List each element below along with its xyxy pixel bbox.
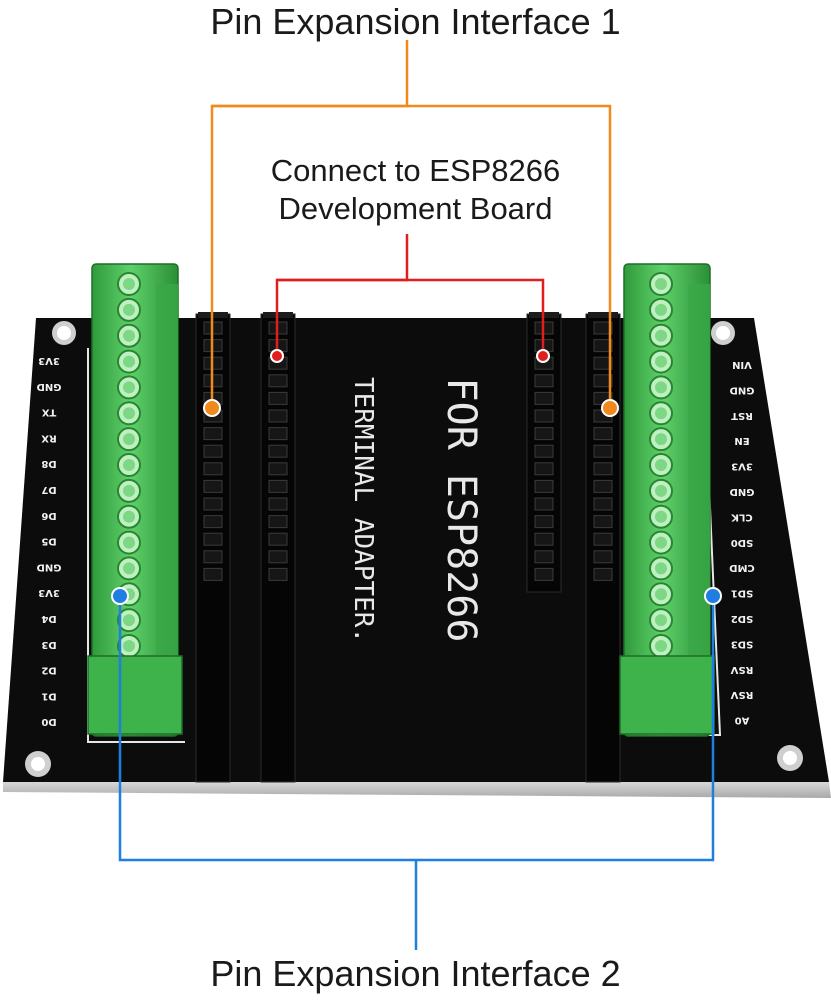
pin-label-right-3: EN bbox=[734, 435, 749, 446]
pin-label-left-1: GND bbox=[37, 381, 62, 392]
interface1-connector-right bbox=[212, 104, 612, 408]
pin-label-left-2: TX bbox=[41, 407, 56, 418]
pin-label-right-5: GND bbox=[730, 486, 755, 497]
interface2-dot-left bbox=[111, 587, 129, 605]
board-text-terminal-adapter: TERMINAL ADAPTER. bbox=[348, 377, 378, 643]
connect-connector-right bbox=[277, 278, 545, 356]
label-connect-line2: Development Board bbox=[278, 191, 553, 226]
label-connect-esp8266: Connect to ESP8266 Development Board bbox=[0, 152, 831, 228]
pin-label-left-11: D3 bbox=[41, 639, 56, 650]
board-edge bbox=[3, 782, 831, 798]
pin-label-right-13: RSV bbox=[730, 689, 753, 700]
pin-label-right-6: CLK bbox=[730, 511, 753, 522]
pin-label-right-1: GND bbox=[730, 384, 755, 395]
title-pin-expansion-interface-2: Pin Expansion Interface 2 bbox=[210, 953, 621, 994]
callout-lines bbox=[111, 40, 722, 950]
terminal-blocks bbox=[87, 263, 715, 737]
pin-label-left-0: 3V3 bbox=[38, 355, 60, 366]
pin-label-right-7: SD0 bbox=[731, 537, 754, 548]
pin-label-left-6: D6 bbox=[41, 510, 56, 521]
terminal-block-right bbox=[619, 263, 715, 737]
board-silkscreen-text: FOR ESP8266 bbox=[438, 378, 484, 643]
header-inner-left bbox=[260, 312, 296, 783]
pin-label-left-7: D5 bbox=[41, 536, 56, 547]
pin-label-left-10: D4 bbox=[41, 613, 56, 624]
interface1-dot-right bbox=[601, 399, 619, 417]
pin-label-left-5: D7 bbox=[41, 484, 56, 495]
header-outer-left bbox=[195, 312, 231, 783]
terminal-block-left bbox=[87, 263, 183, 737]
interface2-dot-right bbox=[704, 587, 722, 605]
pin-label-left-4: D8 bbox=[41, 458, 56, 469]
pin-label-right-0: VIN bbox=[732, 359, 752, 370]
pin-label-left-3: RX bbox=[41, 432, 57, 443]
connect-dot-right bbox=[536, 349, 550, 363]
pin-label-right-11: SD3 bbox=[731, 638, 754, 649]
pin-label-right-2: RST bbox=[731, 410, 753, 421]
interface1-dot-left bbox=[203, 399, 221, 417]
pin-label-right-10: SD2 bbox=[731, 613, 754, 624]
pin-label-left-13: D1 bbox=[41, 690, 56, 701]
pin-label-right-8: CMD bbox=[729, 562, 755, 573]
pin-label-right-14: A0 bbox=[735, 715, 750, 726]
pin-label-left-8: GND bbox=[37, 561, 62, 572]
pin-label-left-14: D0 bbox=[41, 716, 56, 727]
female-headers bbox=[195, 312, 621, 783]
header-outer-right bbox=[585, 312, 621, 783]
pin-labels-right: VINGNDRSTEN3V3GNDCLKSD0CMDSD1SD2SD3RSVRS… bbox=[729, 359, 755, 726]
label-connect-line1: Connect to ESP8266 bbox=[270, 153, 561, 188]
pin-label-right-9: SD1 bbox=[731, 588, 754, 599]
title-pin-expansion-interface-1: Pin Expansion Interface 1 bbox=[210, 1, 621, 42]
connect-dot-left bbox=[270, 349, 284, 363]
pin-label-left-12: D2 bbox=[41, 665, 56, 676]
pin-label-left-9: 3V3 bbox=[38, 587, 60, 598]
board-text-for-esp8266: FOR ESP8266 bbox=[438, 378, 484, 643]
pin-label-right-12: RSV bbox=[730, 664, 753, 675]
pin-label-right-4: 3V3 bbox=[731, 461, 753, 472]
